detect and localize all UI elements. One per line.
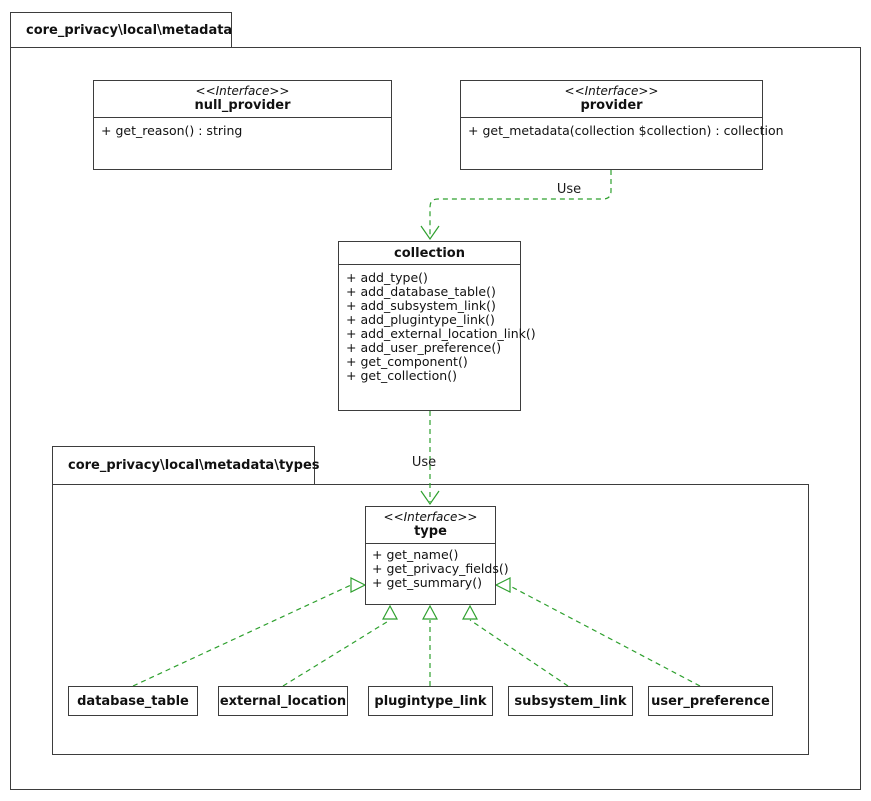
class-name: provider [580,98,643,113]
class-name: type [414,524,447,539]
class-box-user-preference: user_preference [648,686,773,716]
class-name: external_location [219,693,347,709]
class-name: collection [339,242,520,265]
package-label: core_privacy\local\metadata\types [68,458,320,473]
class-header: <<Interface>> null_provider [94,81,391,118]
class-header: <<Interface>> type [366,507,495,544]
class-box-type: <<Interface>> type + get_name() + get_pr… [365,506,509,605]
method-item: + get_name() [372,547,459,562]
package-tab-metadata-types: core_privacy\local\metadata\types [52,446,320,485]
method-item: + add_plugintype_link() [346,312,495,327]
package-tab-core-privacy-metadata: core_privacy\local\metadata [10,12,232,48]
class-box-null-provider: <<Interface>> null_provider + get_reason… [93,80,392,170]
class-box-plugintype-link: plugintype_link [368,686,493,716]
method-list: + get_metadata(collection $collection) :… [461,118,784,144]
stereotype-label: <<Interface>> [383,510,478,524]
class-name: subsystem_link [514,693,627,709]
method-item: + add_subsystem_link() [346,298,496,313]
class-header: <<Interface>> provider [461,81,762,118]
stereotype-label: <<Interface>> [564,84,659,98]
method-item: + get_metadata(collection $collection) :… [468,123,784,138]
class-box-external-location: external_location [218,686,348,716]
class-name: database_table [77,693,189,709]
class-name: user_preference [651,693,770,709]
method-list: + get_reason() : string [94,118,391,144]
method-item: + get_reason() : string [101,123,243,138]
method-item: + get_privacy_fields() [372,561,509,576]
class-name: plugintype_link [374,693,487,709]
method-item: + add_database_table() [346,284,496,299]
class-box-subsystem-link: subsystem_link [508,686,633,716]
class-box-provider: <<Interface>> provider + get_metadata(co… [460,80,784,170]
package-body-core-privacy-metadata [10,47,861,790]
method-item: + get_component() [346,354,468,369]
class-name: null_provider [194,98,291,113]
method-list: + get_name() + get_privacy_fields() + ge… [366,544,509,594]
method-item: + add_type() [346,270,428,285]
method-list: + add_type() + add_database_table() + ad… [339,265,536,389]
stereotype-label: <<Interface>> [195,84,290,98]
method-item: + get_summary() [372,575,482,590]
method-item: + add_external_location_link() [346,326,536,341]
method-item: + get_collection() [346,368,457,383]
package-label: core_privacy\local\metadata [26,22,233,38]
class-box-collection: collection + add_type() + add_database_t… [338,241,536,411]
class-box-database-table: database_table [68,686,198,716]
method-item: + add_user_preference() [346,340,502,355]
